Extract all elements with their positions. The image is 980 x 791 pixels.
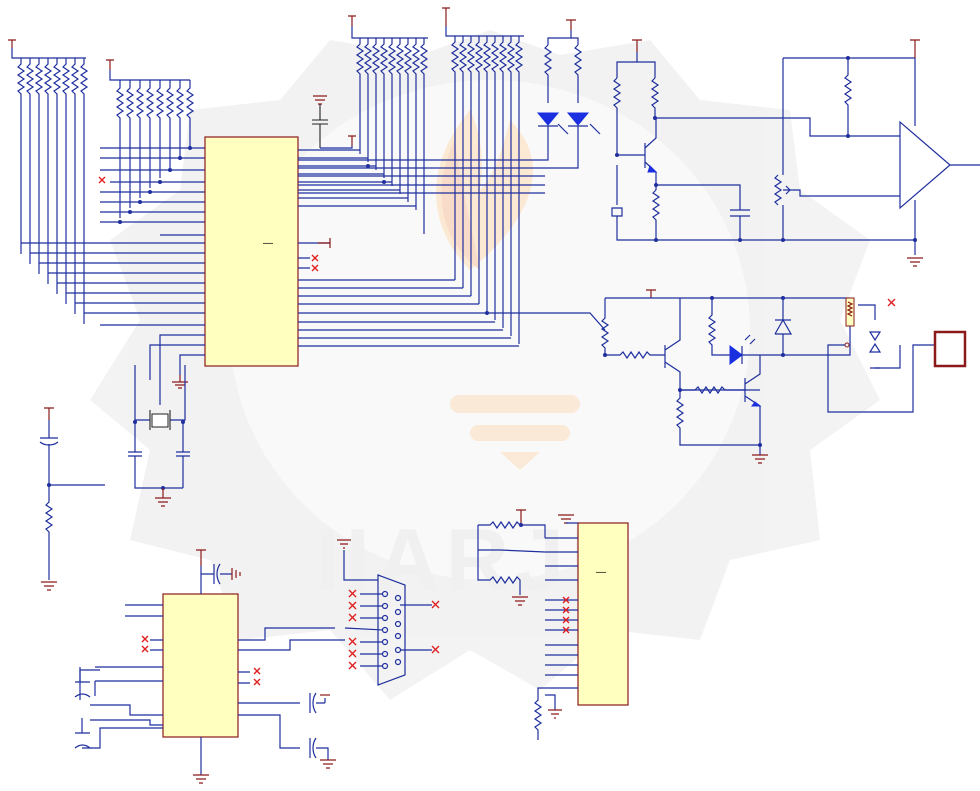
relay-driver-circuit (600, 289, 967, 464)
watermark-text: IIARJE (315, 510, 635, 609)
sensor-amplifier-circuit (611, 39, 980, 267)
lcd-module: — (477, 509, 629, 740)
decoupling-cap-top (312, 95, 356, 149)
mcu-right-pins (298, 149, 545, 347)
crystal-oscillator (128, 365, 190, 507)
resistor-bank-3 (348, 15, 429, 234)
resistor-bank-1 (8, 39, 205, 324)
resistor-bank-4 (442, 7, 606, 344)
lcd-module-ic-label: — (596, 567, 606, 578)
reset-circuit (39, 407, 105, 591)
db9-connector (337, 539, 440, 686)
resistor-bank-2 (98, 59, 205, 236)
led-pair (536, 19, 601, 169)
main-mcu-ic-label: — (263, 238, 273, 249)
main-mcu-ic: — (100, 136, 299, 405)
serial-transceiver-ic (74, 549, 345, 784)
